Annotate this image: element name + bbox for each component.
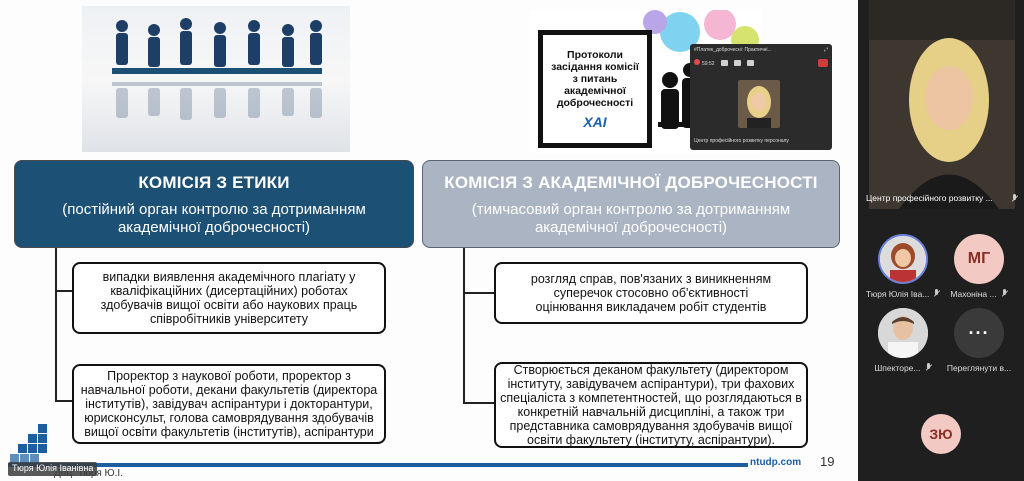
participant-name: Шпекторе... (874, 363, 921, 373)
view-all-participants-button[interactable]: ··· Переглянути в... (942, 308, 1016, 373)
mic-off-icon (933, 289, 940, 298)
left-connector (55, 248, 57, 402)
page-number: 19 (820, 454, 835, 469)
mini-call-expand-icon[interactable]: ⤢ (823, 47, 828, 53)
more-options-icon: ··· (954, 308, 1004, 358)
mini-call-title: #Платек_доброчесні: Практичні... (694, 47, 772, 53)
mic-off-icon (1001, 289, 1008, 298)
left-connector-branch (55, 290, 73, 292)
mini-call-window[interactable]: #Платек_доброчесні: Практичні... ⤢ 59:52… (690, 44, 832, 150)
participants-panel: Центр професійного розвитку ... Тюря Юлі… (858, 0, 1024, 481)
kai-logo: ХАІ (583, 113, 607, 130)
university-logo (10, 424, 48, 464)
footer-url: ntudp.com (750, 457, 802, 468)
integrity-scope-box: розгляд справ, пов'язаних з виникненням … (494, 262, 808, 324)
integrity-members-box: Створюється деканом факультету (директор… (494, 362, 808, 448)
mini-call-video (738, 80, 780, 128)
ethics-members-box: Проректор з наукової роботи, проректор з… (72, 364, 386, 444)
mic-off-icon (1011, 193, 1018, 203)
presenter-video[interactable] (869, 0, 1015, 209)
presenter-name-overlay: Тюря Юлія Іванівна (8, 462, 98, 476)
mini-call-titlebar[interactable]: #Платек_доброчесні: Практичні... ⤢ (690, 44, 832, 56)
right-connector (463, 248, 465, 402)
camera-icon[interactable] (720, 60, 728, 66)
share-icon[interactable] (746, 60, 754, 66)
participant-name: Махоніна ... (950, 289, 997, 299)
mini-call-timer: 59:52 (694, 59, 715, 67)
poster-card: Протоколи засідання комісії з питань ака… (538, 30, 652, 148)
presentation-slide: Протоколи засідання комісії з питань ака… (0, 0, 858, 481)
self-tile[interactable]: ЗЮ (904, 414, 978, 454)
integrity-commission-box: КОМІСІЯ З АКАДЕМІЧНОЇ ДОБРОЧЕСНОСТІ (тим… (422, 160, 840, 248)
footer-divider (8, 463, 748, 467)
hang-up-button[interactable] (818, 59, 828, 67)
right-connector-branch (463, 402, 495, 404)
participant-tile[interactable]: Шпекторе... (866, 308, 940, 373)
integrity-commission-subtitle: (тимчасовий орган контролю за дотримання… (471, 201, 791, 236)
right-connector-branch (463, 292, 495, 294)
mini-call-controls: 59:52 (690, 56, 832, 70)
avatar: МГ (954, 234, 1004, 284)
participant-name: Тюря Юлія Іва... (866, 289, 930, 299)
self-avatar: ЗЮ (921, 414, 961, 454)
meeting-photo (82, 6, 350, 152)
avatar (878, 234, 928, 284)
participant-tile[interactable]: МГ Махоніна ... (942, 234, 1016, 299)
ethics-commission-title: КОМІСІЯ З ЕТИКИ (138, 173, 290, 192)
record-icon (694, 59, 700, 65)
mini-call-participant: Центр професійного розвитку персоналу (694, 138, 789, 144)
view-all-label: Переглянути в... (946, 363, 1012, 373)
ethics-commission-subtitle: (постійний орган контролю за дотриманням… (62, 201, 366, 236)
poster-title: Протоколи засідання комісії з питань ака… (551, 48, 639, 109)
mic-icon[interactable] (733, 60, 741, 66)
left-connector-branch (55, 400, 73, 402)
avatar (878, 308, 928, 358)
presenter-video-label: Центр професійного розвитку ... (866, 193, 1018, 203)
mic-off-icon (925, 363, 932, 372)
ethics-scope-box: випадки виявлення академічного плагіату … (72, 262, 386, 334)
integrity-commission-title: КОМІСІЯ З АКАДЕМІЧНОЇ ДОБРОЧЕСНОСТІ (444, 173, 818, 192)
ethics-commission-box: КОМІСІЯ З ЕТИКИ (постійний орган контрол… (14, 160, 414, 248)
participant-tile[interactable]: Тюря Юлія Іва... (866, 234, 940, 299)
